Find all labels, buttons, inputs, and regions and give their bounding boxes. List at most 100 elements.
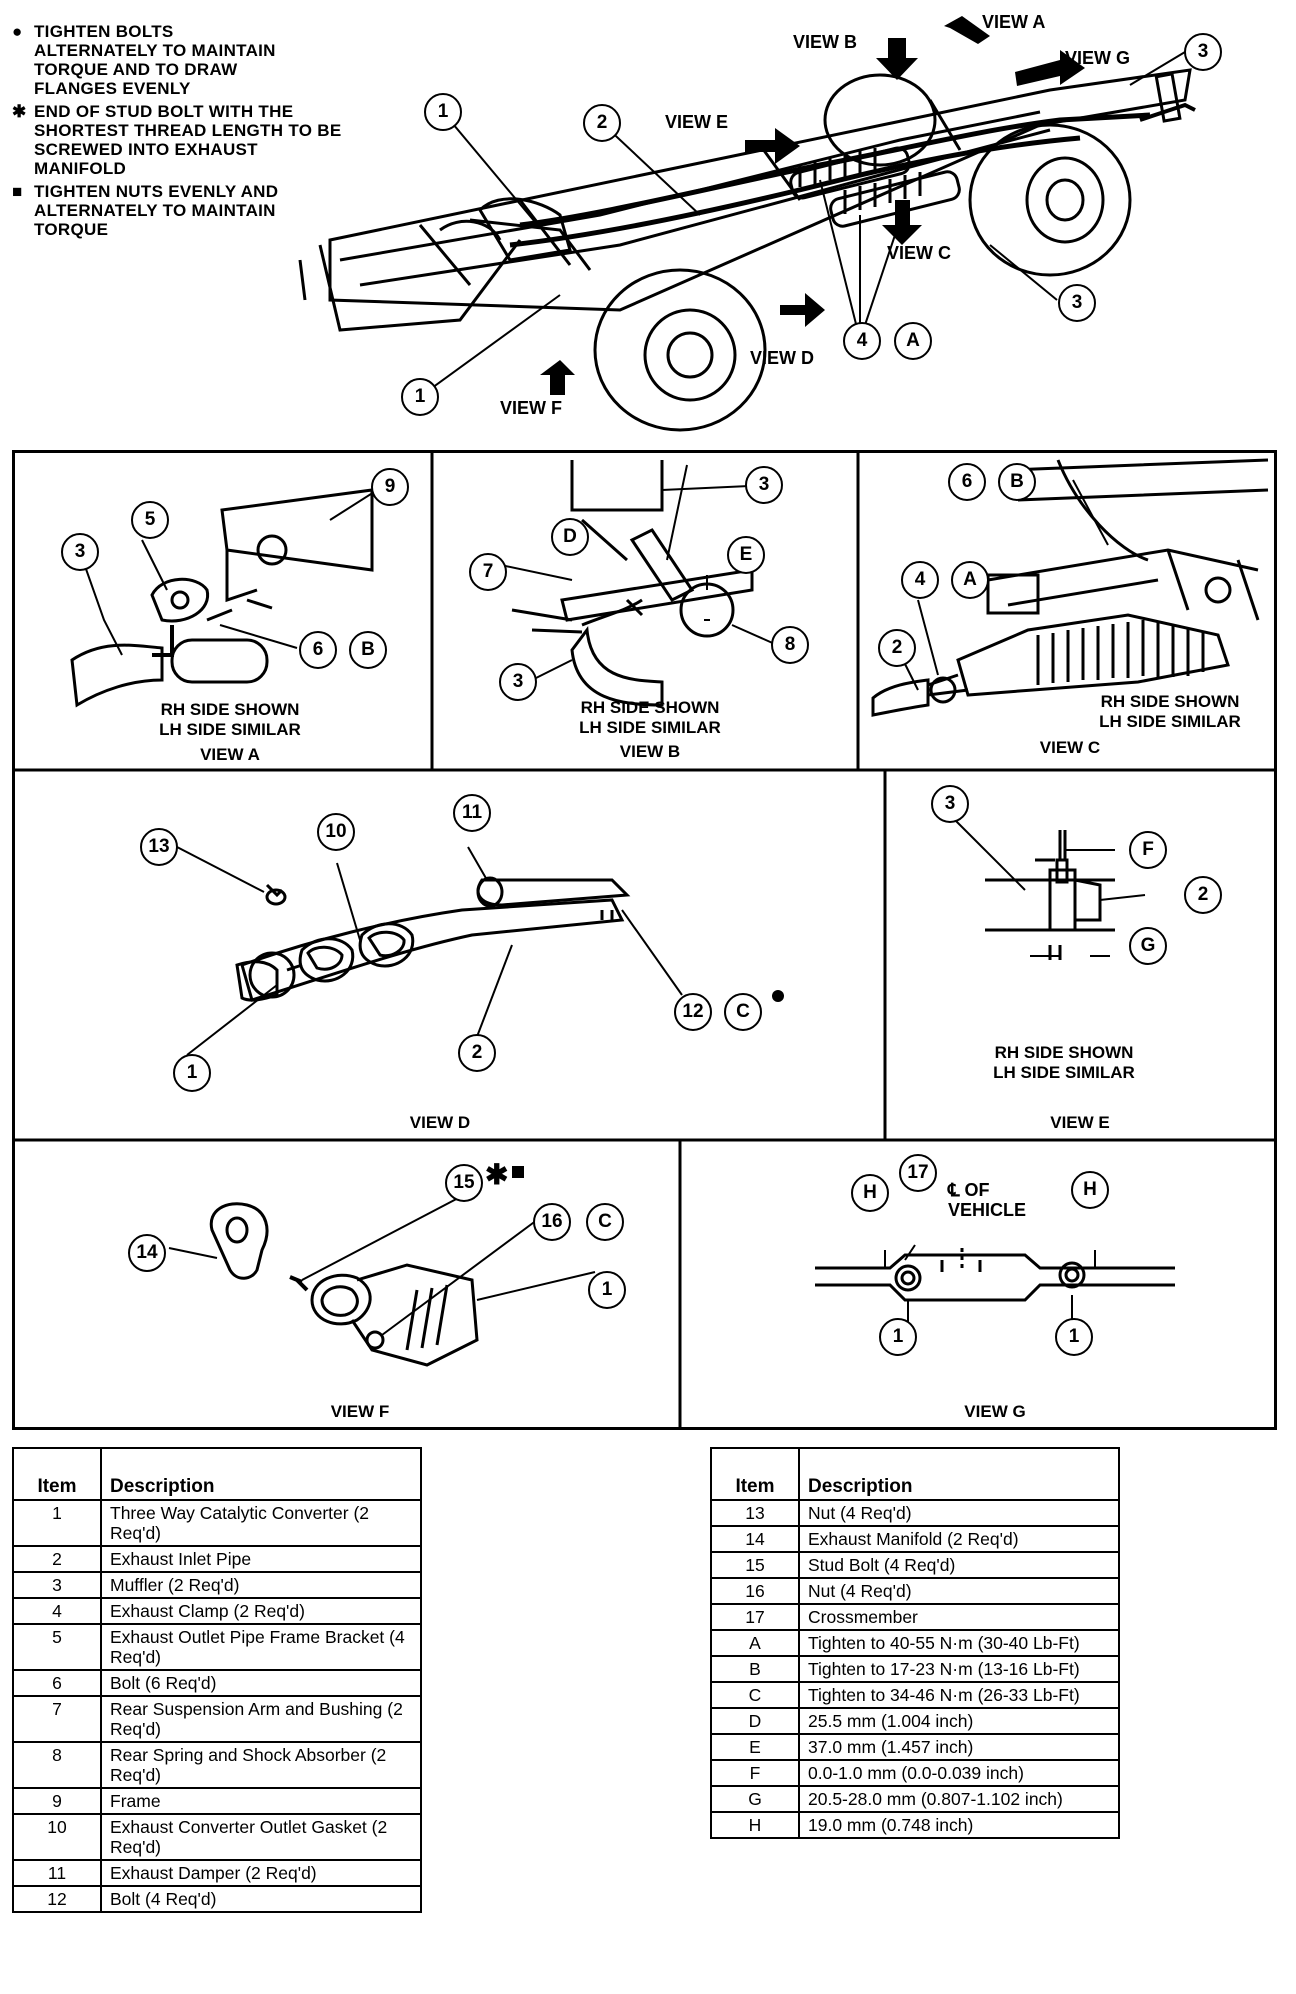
item-cell: 10 (12, 1813, 102, 1861)
description-cell: 0.0-1.0 mm (0.0-0.039 inch) (798, 1759, 1120, 1787)
description-cell: Stud Bolt (4 Req'd) (798, 1551, 1120, 1579)
view-b-caption: VIEW B (619, 742, 681, 761)
callout-3-overview: 3 (1184, 33, 1222, 71)
callout-3-view-b: 3 (745, 466, 783, 504)
bullet-dot-icon (772, 990, 784, 1002)
asterisk-icon: ✱ (12, 102, 27, 121)
callout-9-view-a: 9 (371, 468, 409, 506)
view-b-note: RH SIDE SHOWN LH SIDE SIMILAR (579, 698, 721, 737)
view-d-caption: VIEW D (409, 1113, 471, 1132)
item-cell: 4 (12, 1597, 102, 1625)
description-cell: Crossmember (798, 1603, 1120, 1631)
callout-1-left-view-g: 1 (879, 1318, 917, 1356)
view-d-label: VIEW D (750, 348, 815, 368)
item-cell: 1 (12, 1499, 102, 1547)
view-c-label: VIEW C (887, 243, 952, 263)
view-b-label: VIEW B (793, 32, 858, 52)
callout-8-view-b: 8 (771, 626, 809, 664)
view-a-caption: VIEW A (200, 745, 260, 764)
view-c-note: RH SIDE SHOWN LH SIDE SIMILAR (1099, 692, 1241, 731)
callout-2-overview: 2 (583, 104, 621, 142)
item-cell: 6 (12, 1669, 102, 1697)
view-c-caption: VIEW C (1039, 738, 1101, 757)
description-cell: Muffler (2 Req'd) (100, 1571, 422, 1599)
callout-h-left-view-g: H (851, 1174, 889, 1212)
callout-b-view-a: B (349, 631, 387, 669)
vehicle-frame-overview-drawing (298, 16, 1196, 432)
description-cell: Rear Suspension Arm and Bushing (2 Req'd… (100, 1695, 422, 1743)
callout-d-view-b: D (551, 518, 589, 556)
callout-a-view-c: A (951, 561, 989, 599)
description-cell: 37.0 mm (1.457 inch) (798, 1733, 1120, 1761)
view-a-drawing (70, 486, 383, 708)
view-e-drawing (954, 819, 1146, 960)
description-cell: Exhaust Converter Outlet Gasket (2 Req'd… (100, 1813, 422, 1861)
description-cell: Exhaust Damper (2 Req'd) (100, 1859, 422, 1887)
note-torque-bolts: ● TIGHTEN BOLTS ALTERNATELY TO MAINTAIN … (12, 22, 276, 98)
item-cell: H (710, 1811, 800, 1839)
callout-10-view-d: 10 (317, 813, 355, 851)
item-cell: 7 (12, 1695, 102, 1743)
notes-block: ● TIGHTEN BOLTS ALTERNATELY TO MAINTAIN … (12, 22, 372, 239)
square-bullet-icon (512, 1166, 524, 1178)
description-cell: Exhaust Outlet Pipe Frame Bracket (4 Req… (100, 1623, 422, 1671)
item-cell: 13 (710, 1499, 800, 1527)
item-cell: A (710, 1629, 800, 1657)
item-cell: G (710, 1785, 800, 1813)
callout-1-view-f: 1 (588, 1271, 626, 1309)
view-e-note: RH SIDE SHOWN LH SIDE SIMILAR (993, 1043, 1135, 1082)
view-c-drawing (871, 458, 1269, 717)
description-cell: Three Way Catalytic Converter (2 Req'd) (100, 1499, 422, 1547)
callout-c-view-d: C (724, 993, 762, 1031)
item-cell: C (710, 1681, 800, 1709)
view-a-label: VIEW A (982, 12, 1046, 32)
view-f-label: VIEW F (500, 398, 562, 418)
callout-17-view-g: 17 (899, 1154, 937, 1192)
view-e-caption: VIEW E (1050, 1113, 1110, 1132)
view-panels-outer (12, 450, 1277, 1430)
table-header-row: Item Description (12, 1447, 422, 1501)
callout-b-view-c: B (998, 463, 1036, 501)
view-f-caption: VIEW F (330, 1402, 390, 1421)
callout-1-overview: 1 (424, 93, 462, 131)
description-cell: Tighten to 34-46 N·m (26-33 Lb-Ft) (798, 1681, 1120, 1709)
col-header-item: Item (710, 1447, 800, 1501)
vehicle-centerline-label: ℄ OF VEHICLE (948, 1180, 1027, 1220)
description-cell: Exhaust Inlet Pipe (100, 1545, 422, 1573)
view-e-label: VIEW E (665, 112, 729, 132)
callout-e-view-b: E (727, 536, 765, 574)
table-header-row: Item Description (710, 1447, 1120, 1501)
item-cell: F (710, 1759, 800, 1787)
description-cell: Nut (4 Req'd) (798, 1577, 1120, 1605)
view-g-label: VIEW G (1065, 48, 1131, 68)
callout-16-view-f: 16 (533, 1203, 571, 1241)
col-header-description: Description (798, 1447, 1120, 1501)
callout-1-view-d: 1 (173, 1054, 211, 1092)
description-cell: Bolt (4 Req'd) (100, 1885, 422, 1913)
callout-4-view-c: 4 (901, 561, 939, 599)
callout-6-view-c: 6 (948, 463, 986, 501)
description-cell: Bolt (6 Req'd) (100, 1669, 422, 1697)
description-cell: Exhaust Manifold (2 Req'd) (798, 1525, 1120, 1553)
description-cell: Tighten to 17-23 N·m (13-16 Lb-Ft) (798, 1655, 1120, 1683)
callout-6-view-a: 6 (299, 631, 337, 669)
item-cell: E (710, 1733, 800, 1761)
